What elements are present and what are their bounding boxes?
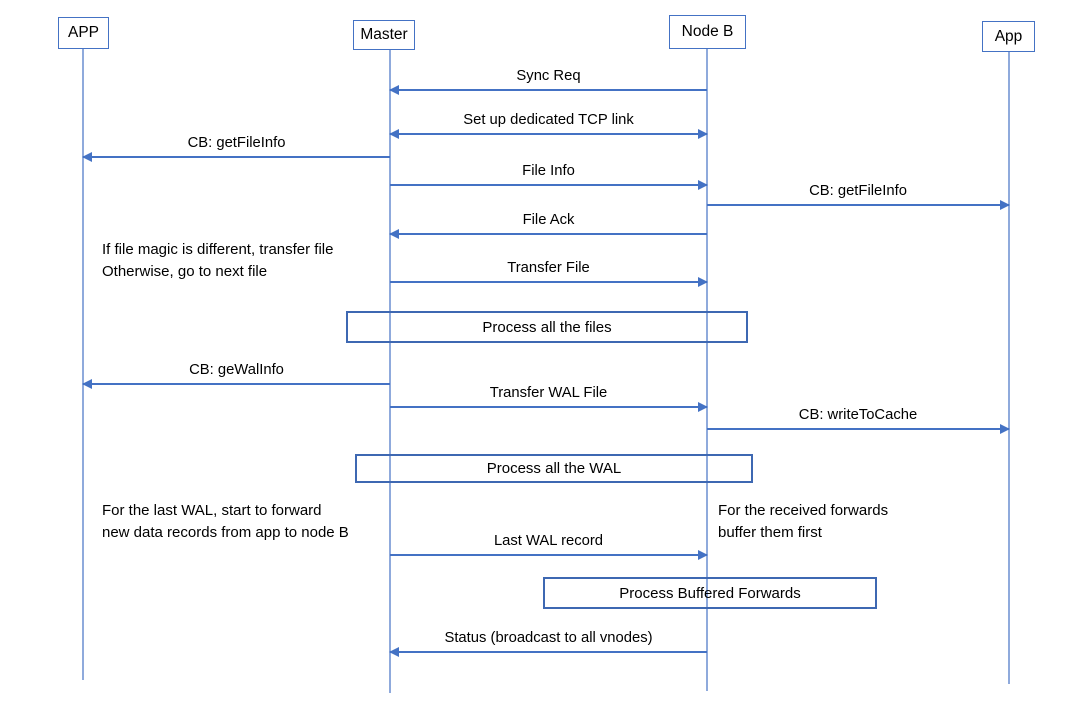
message-cb-gewalinfo: CB: geWalInfo (82, 361, 390, 389)
message-label: Sync Req (516, 68, 581, 84)
message-label: Transfer File (507, 260, 590, 276)
arrow-line (389, 647, 707, 657)
message-label: Set up dedicated TCP link (463, 112, 634, 128)
arrow-line (390, 180, 708, 190)
note-line: If file magic is different, transfer fil… (102, 241, 334, 258)
message-cb-getfileinfo-left: CB: getFileInfo (82, 134, 390, 162)
process-box-label: Process all the files (482, 318, 612, 336)
arrowhead-right (1000, 200, 1010, 210)
process-box-label: Process Buffered Forwards (619, 584, 801, 602)
arrowhead-left (389, 129, 399, 139)
message-label: Status (broadcast to all vnodes) (444, 630, 653, 646)
arrow-line (390, 277, 708, 287)
arrowhead-right (698, 277, 708, 287)
arrow-line (707, 200, 1010, 210)
arrow-line (82, 379, 390, 389)
note-line: For the received forwards (718, 502, 889, 519)
actor-label-node-b: Node B (681, 23, 734, 40)
message-label: CB: geWalInfo (189, 362, 284, 378)
arrow-line (390, 402, 708, 412)
message-label: Last WAL record (493, 533, 604, 549)
arrow-line (707, 424, 1010, 434)
arrowhead-left (82, 379, 92, 389)
message-label: CB: getFileInfo (809, 183, 907, 199)
process-box-label: Process all the WAL (486, 460, 622, 477)
note-received-forwards: For the received forwards buffer them fi… (718, 500, 888, 544)
arrowhead-right (698, 129, 708, 139)
message-last-wal-record: Last WAL record (390, 532, 708, 560)
note-line: For the last WAL, start to forward (102, 502, 322, 519)
lifeline-app-left (82, 49, 84, 680)
actor-box-node-b: Node B (669, 15, 746, 49)
arrowhead-left (389, 229, 399, 239)
message-status-broadcast: Status (broadcast to all vnodes) (389, 629, 707, 657)
actor-box-master: Master (353, 20, 415, 50)
message-tcp-link: Set up dedicated TCP link (389, 111, 708, 139)
message-file-ack: File Ack (389, 211, 707, 239)
lifeline-app-right (1008, 52, 1010, 684)
arrowhead-left (82, 152, 92, 162)
message-label: CB: getFileInfo (187, 135, 286, 151)
arrowhead-right (698, 180, 708, 190)
arrow-line (390, 550, 708, 560)
arrow-line (389, 129, 708, 139)
message-label: File Info (522, 163, 575, 179)
message-transfer-wal-file: Transfer WAL File (390, 384, 708, 412)
actor-label-master: Master (360, 26, 408, 43)
arrowhead-right (698, 402, 708, 412)
actor-box-app-left: APP (58, 17, 109, 49)
process-box-wal: Process all the WAL (355, 454, 753, 483)
actor-box-app-right: App (982, 21, 1035, 52)
message-label: Transfer WAL File (489, 385, 608, 401)
message-sync-req: Sync Req (389, 67, 707, 95)
arrow-line (389, 229, 707, 239)
message-cb-getfileinfo-right: CB: getFileInfo (707, 182, 1010, 210)
lifeline-node-b (706, 49, 708, 691)
arrowhead-left (389, 85, 399, 95)
note-last-wal-forward: For the last WAL, start to forward new d… (102, 500, 349, 544)
message-label: File Ack (522, 212, 575, 228)
note-line: new data records from app to node B (102, 524, 349, 541)
process-box-files: Process all the files (346, 311, 748, 343)
arrow-line (82, 152, 390, 162)
message-transfer-file: Transfer File (390, 259, 708, 287)
note-line: Otherwise, go to next file (102, 263, 268, 280)
arrow-line (389, 85, 707, 95)
message-file-info: File Info (390, 162, 708, 190)
message-cb-writetocache: CB: writeToCache (707, 406, 1010, 434)
process-box-buffered-forwards: Process Buffered Forwards (543, 577, 877, 609)
actor-label-app-right: App (994, 27, 1023, 45)
arrowhead-right (1000, 424, 1010, 434)
lifeline-master (389, 50, 391, 693)
note-file-magic: If file magic is different, transfer fil… (102, 239, 333, 283)
note-line: buffer them first (718, 524, 822, 541)
arrowhead-right (698, 550, 708, 560)
message-label: CB: writeToCache (798, 407, 918, 423)
actor-label-app-left: APP (67, 24, 99, 41)
arrowhead-left (389, 647, 399, 657)
